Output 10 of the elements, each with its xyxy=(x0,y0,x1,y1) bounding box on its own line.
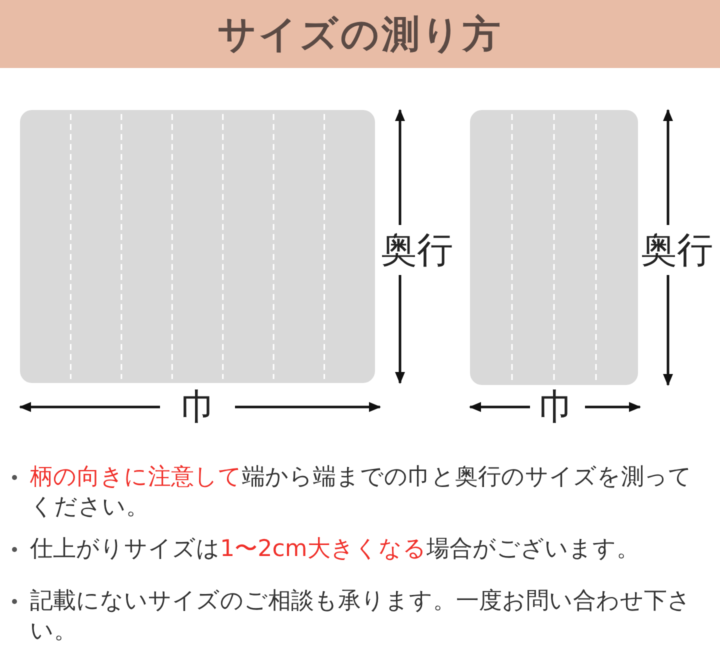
rug-drawing xyxy=(470,110,638,385)
note-text: 柄の向きに注意して端から端までの巾と奥行のサイズを測ってください。 xyxy=(30,463,693,522)
rug-drawing xyxy=(20,110,375,383)
dimension-label: 奥行 xyxy=(381,233,453,269)
note-text: 仕上がりサイズは1〜2cm大きくなる場合がございます。 xyxy=(30,535,640,564)
dimension-label: 巾 xyxy=(539,390,575,426)
dimension-label: 巾 xyxy=(181,390,217,426)
note-text: 記載にないサイズのご相談も承ります。一度お問い合わせ下さい。 xyxy=(30,587,692,646)
dimension-label: 奥行 xyxy=(641,233,713,269)
title: サイズの測り方 xyxy=(218,10,502,58)
